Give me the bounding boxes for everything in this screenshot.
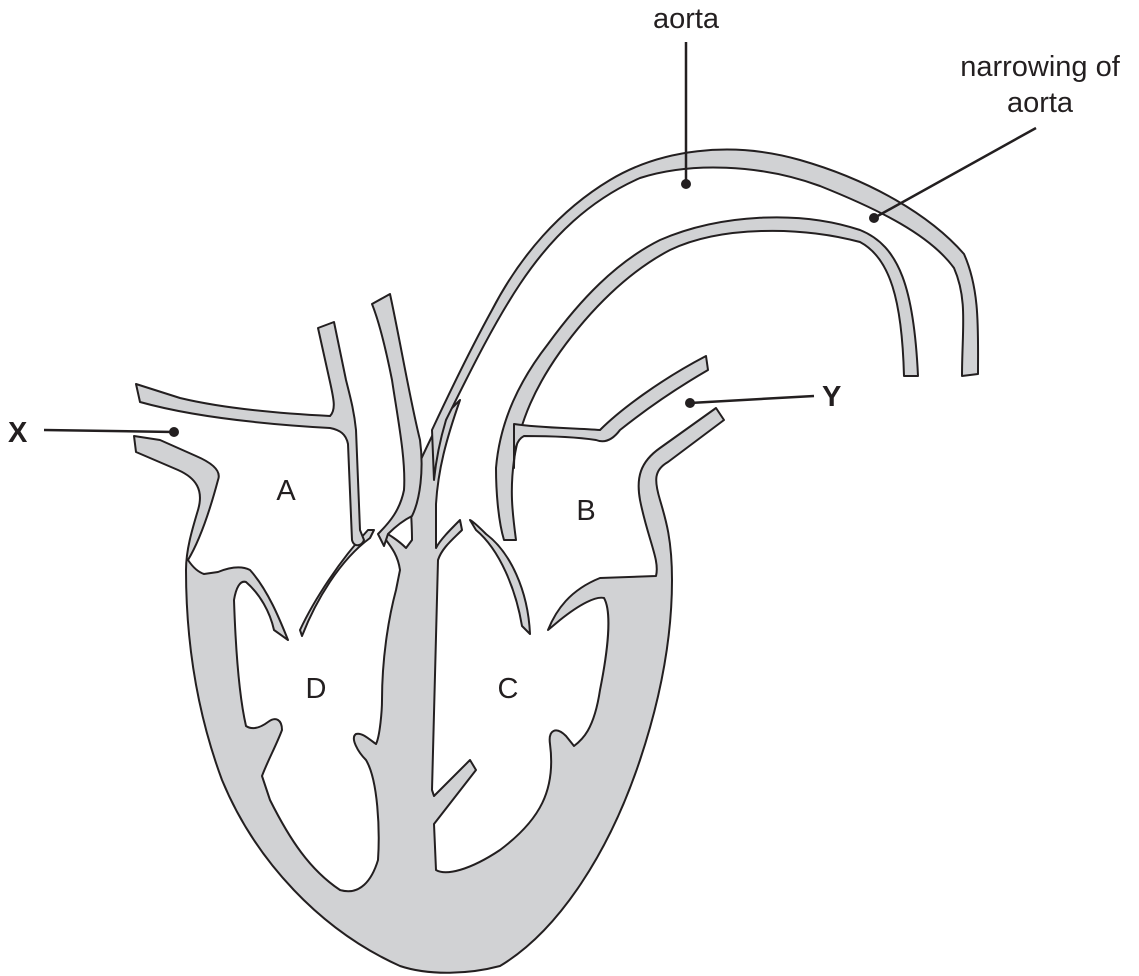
chamber-b-label: B xyxy=(576,495,595,527)
narrowing-leader-line xyxy=(874,128,1036,218)
pulmonary-vessel xyxy=(496,217,918,540)
aorta-pointer-dot xyxy=(681,179,691,189)
narrowing-pointer-dot xyxy=(869,213,879,223)
x-pointer-dot xyxy=(169,427,179,437)
heart-outer-wall xyxy=(134,400,724,973)
narrowing-label-line2: aorta xyxy=(1007,87,1074,119)
valve-left xyxy=(300,530,374,636)
chamber-c-label: C xyxy=(498,673,519,705)
chamber-d-label: D xyxy=(306,673,327,705)
x-label: X xyxy=(8,417,28,449)
x-leader-line xyxy=(44,430,174,432)
chamber-a-label: A xyxy=(276,475,296,507)
y-leader-line xyxy=(690,396,814,403)
valve-right xyxy=(470,520,530,634)
narrowing-label-line1: narrowing of xyxy=(960,51,1121,83)
y-pointer-dot xyxy=(685,398,695,408)
y-label: Y xyxy=(822,381,841,413)
pulmonary-trunk xyxy=(372,294,422,546)
aorta-label: aorta xyxy=(653,3,720,35)
